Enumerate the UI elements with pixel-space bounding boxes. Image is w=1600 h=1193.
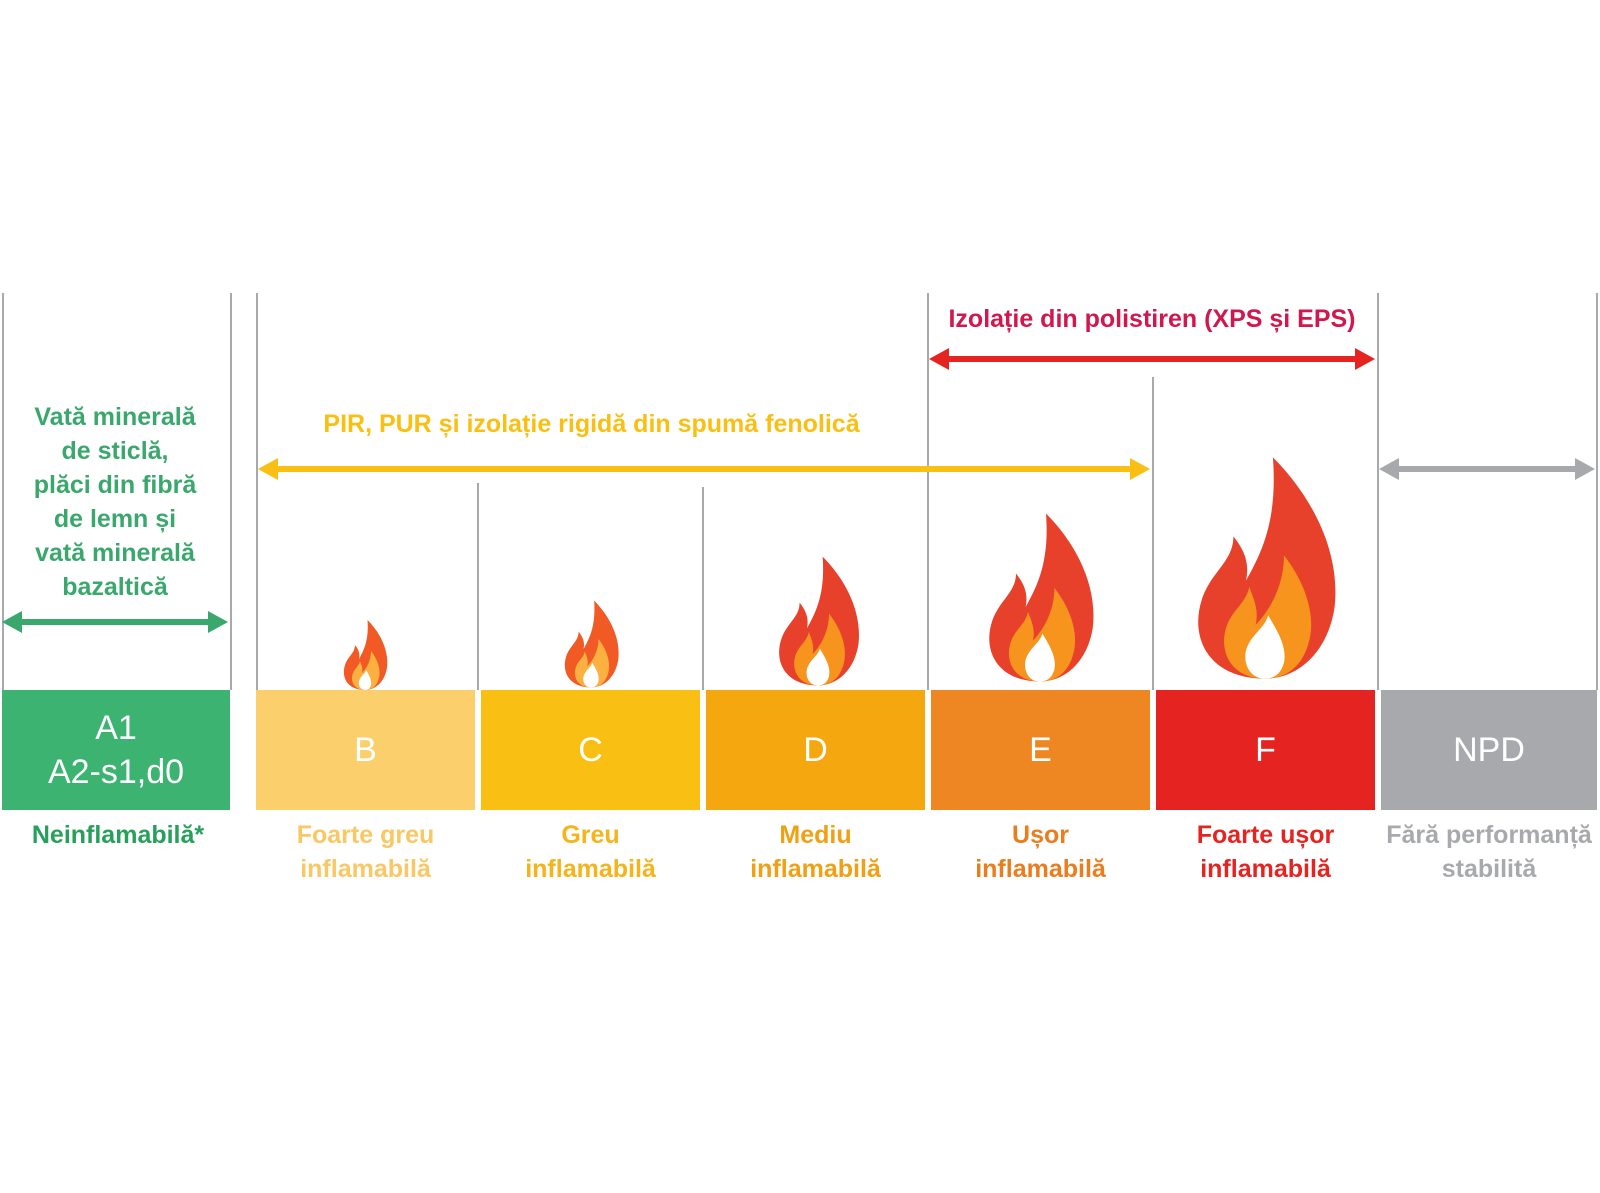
description-line: stabilită <box>1441 855 1537 883</box>
class-npd-box: NPD <box>1381 690 1597 810</box>
mineral-wool-label-line: Vată minerală <box>34 403 196 431</box>
separator-line <box>702 487 704 690</box>
class-code: B <box>354 731 377 769</box>
class-code: F <box>1255 731 1276 769</box>
class-a-description: Neinflamabilă* <box>0 818 236 852</box>
separator-line <box>256 293 258 690</box>
npd-arrow <box>1379 458 1595 480</box>
description-line: Fără performanță <box>1386 821 1592 849</box>
description-line: inflamabilă <box>750 855 881 883</box>
separator-line <box>230 293 232 690</box>
separator-line <box>927 293 929 690</box>
flame-icon <box>564 600 619 688</box>
polystyrene-label: Izolație din polistiren (XPS și EPS) <box>948 305 1356 333</box>
class-code: D <box>803 731 828 769</box>
description-line: inflamabilă <box>300 855 431 883</box>
mineral-wool-label-line: vată minerală <box>35 539 195 567</box>
class-npd-description: Fără performanță stabilită <box>1379 818 1599 886</box>
class-code: NPD <box>1453 731 1525 769</box>
pir-pur-arrow <box>258 458 1150 480</box>
pir-pur-label: PIR, PUR și izolație rigidă din spumă fe… <box>323 410 860 438</box>
flame-icon <box>343 620 388 690</box>
description-line: inflamabilă <box>975 855 1106 883</box>
class-f-box: F <box>1156 690 1375 810</box>
separator-line <box>477 483 479 690</box>
class-e-description: Ușor inflamabilă <box>931 818 1150 886</box>
description-line: Neinflamabilă* <box>31 821 205 849</box>
mineral-wool-label-line: bazaltică <box>62 573 168 601</box>
class-code: E <box>1029 731 1052 769</box>
separator-line <box>1377 293 1379 690</box>
class-b-description: Foarte greu inflamabilă <box>256 818 475 886</box>
description-line: Mediu <box>779 821 852 849</box>
mineral-wool-label-line: de sticlă, <box>61 437 169 465</box>
separator-line <box>1152 377 1154 690</box>
class-c-description: Greu inflamabilă <box>481 818 700 886</box>
class-c-box: C <box>481 690 700 810</box>
class-d-description: Mediu inflamabilă <box>706 818 925 886</box>
flame-icon <box>989 513 1094 682</box>
mineral-wool-arrow <box>2 611 228 633</box>
mineral-wool-label-line: plăci din fibră <box>33 471 197 499</box>
class-d-box: D <box>706 690 925 810</box>
class-code: A1 <box>95 709 137 747</box>
description-line: inflamabilă <box>525 855 656 883</box>
flame-icon <box>1198 457 1336 679</box>
flame-icon <box>779 556 859 686</box>
mineral-wool-label-line: de lemn și <box>53 505 177 533</box>
separator-line <box>1596 293 1598 690</box>
class-f-description: Foarte ușor inflamabilă <box>1156 818 1375 886</box>
class-b-box: B <box>256 690 475 810</box>
description-line: Greu <box>561 821 620 849</box>
mineral-wool-label: Vată minerală de sticlă, plăci din fibră… <box>0 400 230 604</box>
description-line: inflamabilă <box>1200 855 1331 883</box>
description-line: Ușor <box>1012 821 1069 849</box>
description-line: Foarte greu <box>296 821 435 849</box>
class-code: C <box>578 731 603 769</box>
class-a-box: A1 A2-s1,d0 <box>2 690 230 810</box>
class-e-box: E <box>931 690 1150 810</box>
polystyrene-arrow <box>929 348 1375 370</box>
class-code: A2-s1,d0 <box>47 753 185 791</box>
description-line: Foarte ușor <box>1196 821 1335 849</box>
separator-line <box>2 293 4 690</box>
